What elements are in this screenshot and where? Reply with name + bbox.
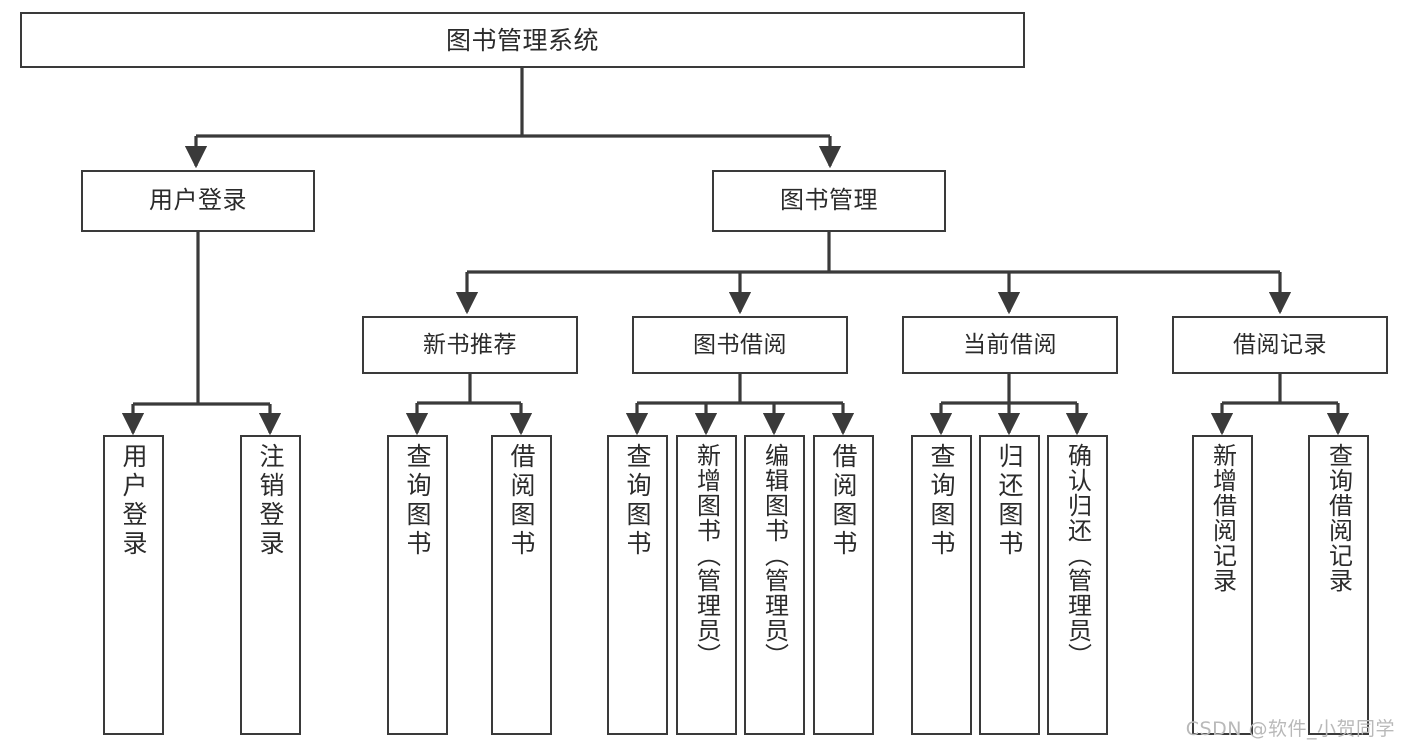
node-leaf-borrow-query-book[interactable]: 查询图书 [607, 435, 668, 735]
node-leaf-logout[interactable]: 注销登录 [240, 435, 301, 735]
node-book-borrow-label: 图书借阅 [693, 331, 787, 358]
node-user-login-label: 用户登录 [149, 186, 247, 215]
node-leaf-query-borrow-record-label: 查询借阅记录 [1324, 443, 1353, 593]
node-new-book-recommend[interactable]: 新书推荐 [362, 316, 578, 374]
node-current-borrow[interactable]: 当前借阅 [902, 316, 1118, 374]
node-leaf-return-book-label: 归还图书 [995, 443, 1024, 559]
node-leaf-current-query-book[interactable]: 查询图书 [911, 435, 972, 735]
node-leaf-confirm-return-admin-label: 确认归还（管理员） [1063, 443, 1092, 668]
node-leaf-add-borrow-record-label: 新增借阅记录 [1208, 443, 1237, 593]
node-leaf-newbook-borrow-book-label: 借阅图书 [507, 443, 536, 559]
node-leaf-logout-label: 注销登录 [256, 443, 285, 559]
node-current-borrow-label: 当前借阅 [963, 331, 1057, 358]
node-leaf-edit-book-admin-label: 编辑图书（管理员） [760, 443, 789, 668]
node-borrow-records-label: 借阅记录 [1233, 331, 1327, 358]
node-borrow-records[interactable]: 借阅记录 [1172, 316, 1388, 374]
node-root-system[interactable]: 图书管理系统 [20, 12, 1025, 68]
node-leaf-add-borrow-record[interactable]: 新增借阅记录 [1192, 435, 1253, 735]
node-new-book-recommend-label: 新书推荐 [423, 331, 517, 358]
node-leaf-borrow-query-book-label: 查询图书 [623, 443, 652, 559]
node-leaf-user-login-label: 用户登录 [119, 443, 148, 559]
node-leaf-borrow-borrow-book-label: 借阅图书 [829, 443, 858, 559]
node-leaf-current-query-book-label: 查询图书 [927, 443, 956, 559]
node-leaf-user-login[interactable]: 用户登录 [103, 435, 164, 735]
node-leaf-confirm-return-admin[interactable]: 确认归还（管理员） [1047, 435, 1108, 735]
node-root-system-label: 图书管理系统 [445, 25, 599, 55]
node-book-management[interactable]: 图书管理 [712, 170, 946, 232]
node-leaf-return-book[interactable]: 归还图书 [979, 435, 1040, 735]
node-leaf-query-borrow-record[interactable]: 查询借阅记录 [1308, 435, 1369, 735]
node-leaf-add-book-admin[interactable]: 新增图书（管理员） [676, 435, 737, 735]
node-book-management-label: 图书管理 [780, 186, 878, 215]
node-leaf-edit-book-admin[interactable]: 编辑图书（管理员） [744, 435, 805, 735]
node-leaf-add-book-admin-label: 新增图书（管理员） [692, 443, 721, 668]
node-leaf-newbook-borrow-book[interactable]: 借阅图书 [491, 435, 552, 735]
node-user-login[interactable]: 用户登录 [81, 170, 315, 232]
node-leaf-borrow-borrow-book[interactable]: 借阅图书 [813, 435, 874, 735]
node-leaf-newbook-query-book-label: 查询图书 [403, 443, 432, 559]
node-book-borrow[interactable]: 图书借阅 [632, 316, 848, 374]
node-leaf-newbook-query-book[interactable]: 查询图书 [387, 435, 448, 735]
